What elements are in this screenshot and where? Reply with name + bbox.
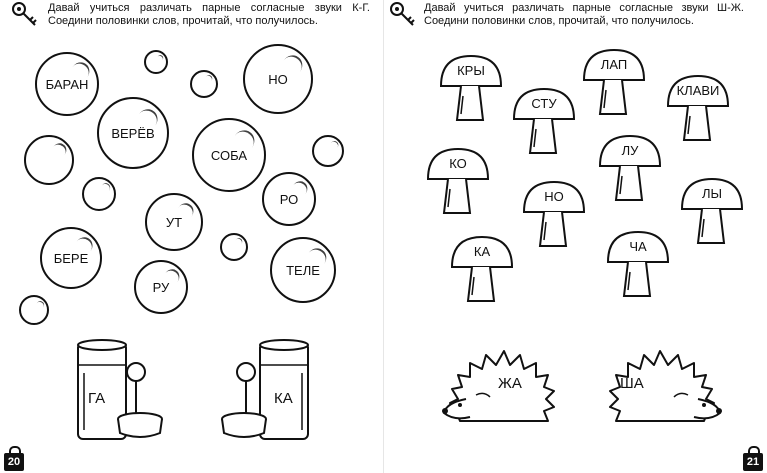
word-bubble[interactable]: РО [262,172,316,226]
bubble-word: БЕРЕ [53,250,89,266]
bubble-word: НО [268,71,288,87]
bubble-word: БАРАН [45,76,89,92]
word-mushroom[interactable]: ЧА [606,228,670,300]
word-bubble[interactable]: УТ [145,193,203,251]
jar-word: ГА [88,390,106,407]
word-mushroom[interactable]: ЛАП [582,46,646,118]
word-bubble[interactable]: СОБА [192,118,266,192]
word-mushroom[interactable]: КЛАВИ [666,72,730,144]
mushroom-word: КЛАВИ [676,83,720,98]
hedgehog: ША [606,345,724,427]
bubble-word: РО [279,191,299,207]
word-bubble[interactable]: ТЕЛЕ [270,237,336,303]
empty-bubble [24,135,74,185]
hedgehog-word: ША [620,375,644,392]
right-page: Давай учиться различать парные согласные… [384,0,767,473]
mushroom-word: ЛАП [600,57,628,72]
bubble-word: РУ [152,279,170,295]
word-mushroom[interactable]: ЛЫ [680,175,744,247]
bubble-word: СОБА [210,147,248,163]
key-icon [390,2,415,26]
empty-bubble [144,50,168,74]
hedgehog-word: ЖА [498,375,522,392]
word-bubble[interactable]: РУ [134,260,188,314]
mushroom-word: НО [544,189,564,204]
empty-bubble [220,233,248,261]
bubble-jar-icon [77,339,163,440]
hedgehog: ЖА [440,345,558,427]
word-bubble[interactable]: БЕРЕ [40,227,102,289]
word-bubble[interactable]: НО [243,44,313,114]
page-number: 21 [743,446,763,471]
mushroom-word: КО [449,156,467,171]
page-number: 20 [4,446,24,471]
left-page: Давай учиться различать парные согласные… [0,0,383,473]
empty-bubble [19,295,49,325]
page-divider [383,0,384,473]
word-mushroom[interactable]: КА [450,233,514,305]
empty-bubble [312,135,344,167]
mushroom-word: ЧА [629,239,647,254]
bubble-word: ВЕРЁВ [111,125,155,141]
lock-icon [748,446,760,456]
word-bubble[interactable]: ВЕРЁВ [97,97,169,169]
word-mushroom[interactable]: СТУ [512,85,576,157]
mushroom-word: КРЫ [457,63,485,78]
mushroom-word: ЛУ [621,143,639,158]
lock-icon [9,446,21,456]
mushroom-word: ЛЫ [701,186,723,201]
instruction-text: Давай учиться различать парные согласные… [48,2,370,27]
bubble-jar-icon [221,339,309,440]
word-mushroom[interactable]: НО [522,178,586,250]
empty-bubble [82,177,116,211]
word-mushroom[interactable]: КРЫ [439,52,503,124]
word-mushroom[interactable]: КО [426,145,490,217]
key-icon [12,2,37,26]
word-mushroom[interactable]: ЛУ [598,132,662,204]
hedgehog-icon [609,350,722,422]
jar-word: КА [274,390,293,407]
empty-bubble [190,70,218,98]
instruction-text: Давай учиться различать парные согласные… [424,2,744,27]
mushroom-word: СТУ [531,96,557,111]
hedgehog-icon [442,350,555,422]
mushroom-word: КА [473,244,491,259]
bubble-word: УТ [165,214,183,230]
bubble-word: ТЕЛЕ [286,262,320,278]
word-bubble[interactable]: БАРАН [35,52,99,116]
